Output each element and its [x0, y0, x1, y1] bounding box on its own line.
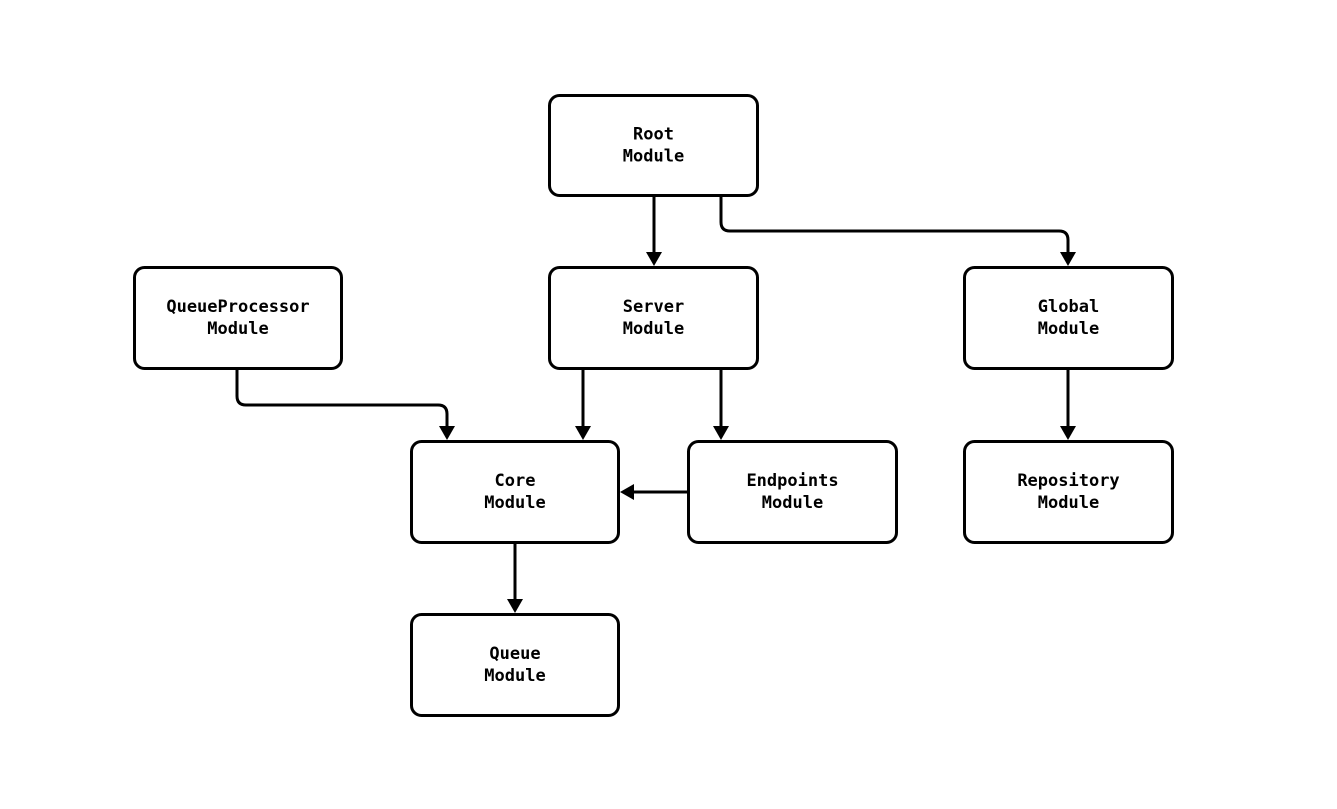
edge-server-to-core: [575, 370, 591, 440]
node-label-line-1: Global: [1038, 297, 1099, 317]
node-label-line-2: Module: [623, 319, 684, 339]
edge-server-to-endpoints: [713, 370, 729, 440]
arrowhead-icon: [1060, 426, 1076, 440]
arrowhead-icon: [713, 426, 729, 440]
arrowhead-icon: [439, 426, 455, 440]
node-box[interactable]: [963, 266, 1174, 370]
node-box[interactable]: [410, 440, 620, 544]
node-box[interactable]: [548, 266, 759, 370]
node-label-line-1: Root: [633, 125, 674, 145]
arrowhead-icon: [1060, 252, 1076, 266]
node-layer: RootModuleQueueProcessorModuleServerModu…: [133, 94, 1174, 717]
node-label-line-2: Module: [484, 493, 545, 513]
node-label-line-2: Module: [484, 666, 545, 686]
node-label-line-1: Server: [623, 297, 684, 317]
arrowhead-icon: [575, 426, 591, 440]
node-label-line-2: Module: [762, 493, 823, 513]
node-label-line-1: QueueProcessor: [166, 297, 309, 317]
node-box[interactable]: [410, 613, 620, 717]
node-box[interactable]: [963, 440, 1174, 544]
arrowhead-icon: [507, 599, 523, 613]
edge-root-to-global: [719, 197, 1076, 266]
node-box[interactable]: [133, 266, 343, 370]
node-label-line-2: Module: [1038, 319, 1099, 339]
node-label-line-2: Module: [207, 319, 268, 339]
edge-layer: [235, 197, 1076, 613]
arrowhead-icon: [646, 252, 662, 266]
arrowhead-icon: [620, 484, 634, 500]
node-label-line-1: Core: [495, 471, 536, 491]
edge-queueprocessor-to-core: [235, 370, 455, 440]
node-box[interactable]: [548, 94, 759, 197]
edge-line: [235, 370, 449, 428]
edge-core-to-queue: [507, 544, 523, 613]
node-label-line-2: Module: [623, 147, 684, 167]
node-label-line-1: Repository: [1017, 471, 1119, 491]
edge-line: [719, 197, 1070, 254]
edge-root-to-server: [646, 197, 662, 266]
edge-endpoints-to-core: [620, 484, 687, 500]
node-label-line-1: Endpoints: [746, 471, 838, 491]
node-label-line-1: Queue: [489, 644, 540, 664]
node-label-line-2: Module: [1038, 493, 1099, 513]
node-box[interactable]: [687, 440, 898, 544]
edge-global-to-repository: [1060, 370, 1076, 440]
